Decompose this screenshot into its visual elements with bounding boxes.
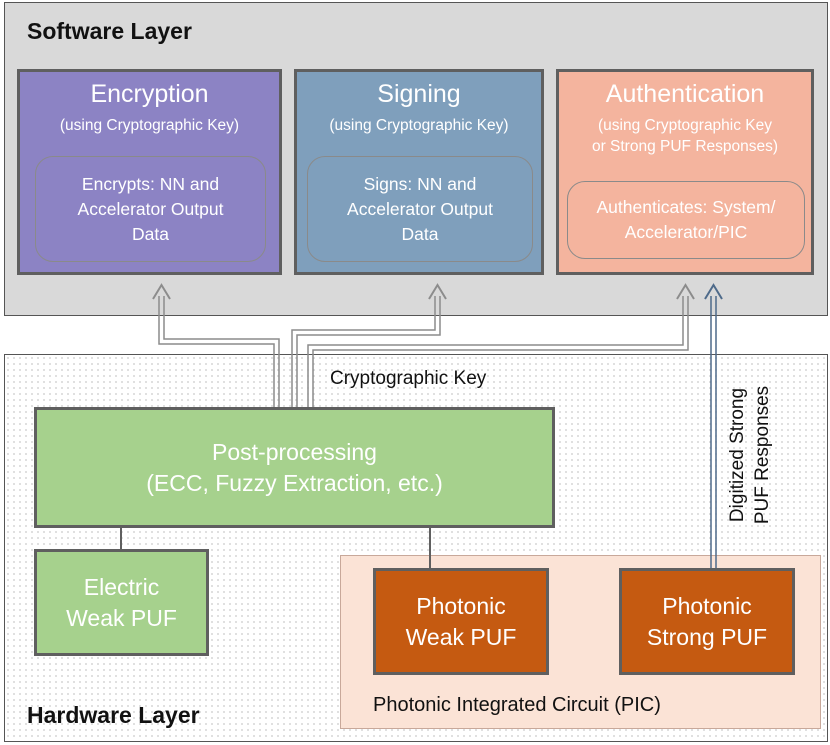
electric-weak-puf-line-1: Electric [83, 573, 160, 600]
pic-label: Photonic Integrated Circuit (PIC) [373, 694, 661, 716]
electric-weak-puf-line-2: Weak PUF [66, 604, 177, 631]
software-layer-title: Software Layer [27, 18, 192, 44]
post-processing-block: Post-processing (ECC, Fuzzy Extraction, … [34, 407, 555, 528]
encryption-subtitle: (using Cryptographic Key) [59, 117, 240, 134]
encryption-inner-line-2: Accelerator Output [77, 198, 224, 219]
post-processing-line-1: Post-processing [212, 438, 377, 465]
digitized-puf-label-line-2: PUF Responses [752, 385, 773, 525]
signing-inner-line-1: Signs: NN and [363, 173, 477, 194]
photonic-strong-puf-line-2: Strong PUF [646, 623, 768, 650]
cryptographic-key-label: Cryptographic Key [330, 368, 487, 389]
electric-weak-puf-block: Electric Weak PUF [34, 549, 209, 656]
encryption-inner-box: Encrypts: NN and Accelerator Output Data [35, 156, 266, 262]
photonic-weak-puf-line-1: Photonic [416, 592, 506, 619]
photonic-strong-puf-block: Photonic Strong PUF [619, 568, 795, 675]
post-processing-line-2: (ECC, Fuzzy Extraction, etc.) [146, 469, 443, 496]
photonic-weak-puf-line-2: Weak PUF [405, 623, 517, 650]
authentication-subtitle-line-1: (using Cryptographic Key [597, 117, 773, 134]
signing-block: Signing (using Cryptographic Key) Signs:… [294, 69, 544, 275]
photonic-strong-puf-line-1: Photonic [662, 592, 752, 619]
signing-subtitle: (using Cryptographic Key) [329, 117, 509, 134]
encryption-inner-line-1: Encrypts: NN and [81, 173, 220, 194]
encryption-block: Encryption (using Cryptographic Key) Enc… [17, 69, 282, 275]
signing-inner-box: Signs: NN and Accelerator Output Data [307, 156, 533, 262]
authentication-inner-box: Authenticates: System/ Accelerator/PIC [567, 181, 805, 259]
hardware-layer-title: Hardware Layer [27, 702, 200, 728]
digitized-puf-label-line-1: Digitized Strong [727, 387, 748, 523]
signing-inner-line-3: Data [401, 223, 439, 244]
authentication-title: Authentication [605, 80, 765, 108]
authentication-subtitle: (using Cryptographic Key or Strong PUF R… [559, 115, 811, 157]
authentication-subtitle-line-2: or Strong PUF Responses) [591, 138, 779, 155]
authentication-inner-line-1: Authenticates: System/ [596, 197, 776, 217]
signing-inner-line-2: Accelerator Output [347, 198, 493, 219]
photonic-weak-puf-block: Photonic Weak PUF [373, 568, 549, 675]
encryption-inner-line-3: Data [132, 223, 169, 244]
encryption-title: Encryption [90, 80, 209, 108]
digitized-puf-label: Digitized Strong PUF Responses [720, 362, 780, 548]
signing-title: Signing [377, 80, 461, 108]
authentication-inner-line-2: Accelerator/PIC [624, 222, 748, 242]
authentication-block: Authentication (using Cryptographic Key … [556, 69, 814, 275]
